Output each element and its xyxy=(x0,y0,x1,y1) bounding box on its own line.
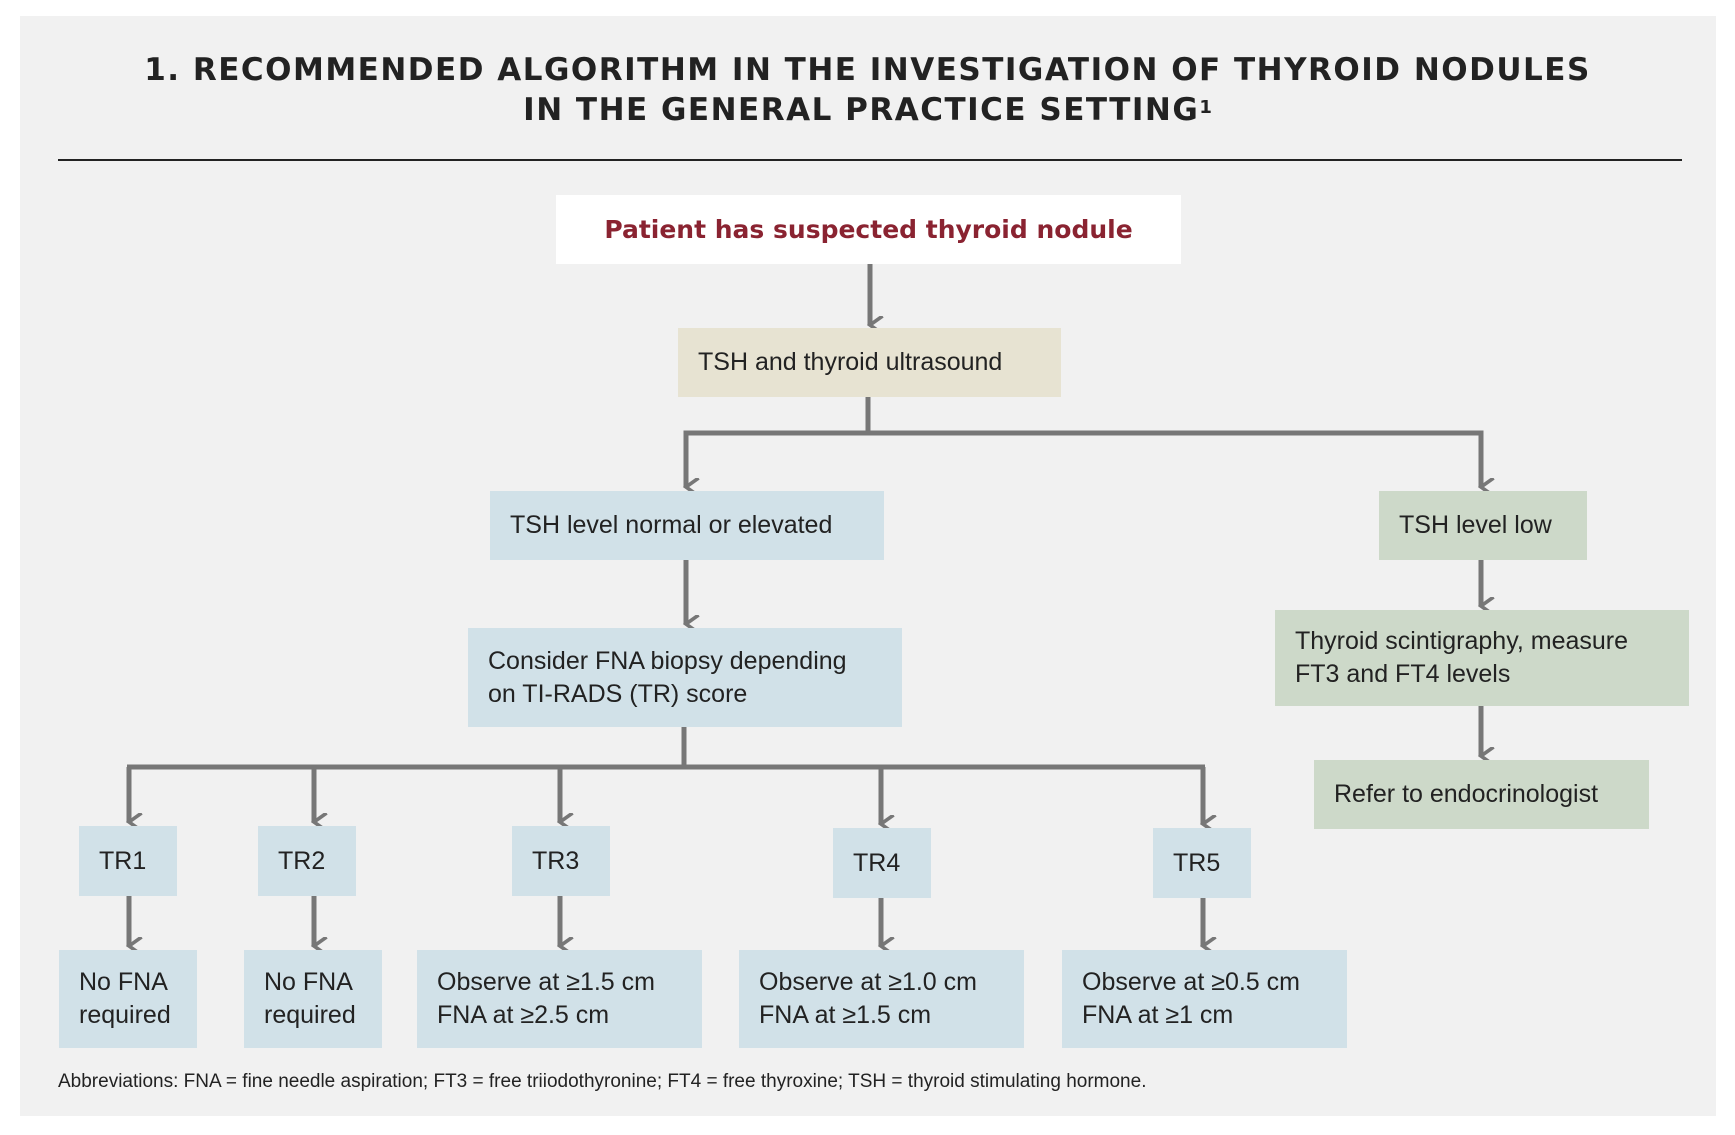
tr4-outcome-line2: FNA at ≥1.5 cm xyxy=(759,1001,932,1029)
node-tsh-low-label: TSH level low xyxy=(1399,511,1552,539)
title-line-1: 1. RECOMMENDED ALGORITHM IN THE INVESTIG… xyxy=(144,52,1591,88)
tr3-outcome-line1: Observe at ≥1.5 cm xyxy=(437,968,655,996)
tr4-label: TR4 xyxy=(853,848,901,877)
node-scintigraphy-line2: FT3 and FT4 levels xyxy=(1295,660,1511,688)
tr1-outcome-line1: No FNA xyxy=(79,968,168,996)
node-consider-fna-line1: Consider FNA biopsy depending xyxy=(488,646,847,675)
title-line-2: IN THE GENERAL PRACTICE SETTING xyxy=(523,92,1200,128)
node-tsh-normal: TSH level normal or elevated xyxy=(490,491,884,560)
tr2-outcome-line1: No FNA xyxy=(264,968,353,996)
node-consider-fna-line2: on TI-RADS (TR) score xyxy=(488,679,748,708)
node-scintigraphy: Thyroid scintigraphy, measure FT3 and FT… xyxy=(1275,610,1689,706)
tr5-label: TR5 xyxy=(1173,848,1221,877)
connector-tests-to-low xyxy=(868,430,1481,487)
tr5-outcome-line2: FNA at ≥1 cm xyxy=(1082,1001,1234,1029)
node-scintigraphy-line1: Thyroid scintigraphy, measure xyxy=(1295,627,1629,655)
node-start-label: Patient has suspected thyroid nodule xyxy=(604,215,1133,244)
node-tr1: TR1 xyxy=(79,826,177,896)
node-tr2: TR2 xyxy=(258,826,356,896)
tr5-outcome-line1: Observe at ≥0.5 cm xyxy=(1082,968,1300,996)
node-start: Patient has suspected thyroid nodule xyxy=(556,195,1181,264)
tr2-outcome-line2: required xyxy=(264,1001,356,1029)
node-tr2-outcome: No FNA required xyxy=(244,950,382,1048)
node-tr3: TR3 xyxy=(512,826,610,896)
connector-tests-split xyxy=(686,397,871,487)
node-tsh-ultrasound: TSH and thyroid ultrasound xyxy=(678,328,1061,397)
abbreviations-footnote: Abbreviations: FNA = fine needle aspirat… xyxy=(58,1071,1147,1092)
tr1-outcome-line2: required xyxy=(79,1001,171,1029)
title-divider xyxy=(58,159,1682,161)
tr4-outcome-line1: Observe at ≥1.0 cm xyxy=(759,968,977,996)
node-refer-label: Refer to endocrinologist xyxy=(1334,780,1599,808)
node-tsh-normal-label: TSH level normal or elevated xyxy=(510,511,833,539)
node-tr5-outcome: Observe at ≥0.5 cm FNA at ≥1 cm xyxy=(1062,950,1347,1048)
node-tr4-outcome: Observe at ≥1.0 cm FNA at ≥1.5 cm xyxy=(739,950,1024,1048)
figure-title: 1. RECOMMENDED ALGORITHM IN THE INVESTIG… xyxy=(0,50,1735,130)
node-tr5: TR5 xyxy=(1153,828,1251,898)
node-tsh-ultrasound-label: TSH and thyroid ultrasound xyxy=(698,348,1003,376)
tr3-label: TR3 xyxy=(532,846,580,875)
tr3-outcome-line2: FNA at ≥2.5 cm xyxy=(437,1001,610,1029)
node-tr4: TR4 xyxy=(833,828,931,898)
title-reference: 1 xyxy=(1199,97,1212,118)
tr1-label: TR1 xyxy=(99,846,147,875)
node-consider-fna: Consider FNA biopsy depending on TI-RADS… xyxy=(468,628,902,727)
node-refer-endocrinologist: Refer to endocrinologist xyxy=(1314,760,1649,829)
node-tr3-outcome: Observe at ≥1.5 cm FNA at ≥2.5 cm xyxy=(417,950,702,1048)
tr2-label: TR2 xyxy=(278,846,326,875)
node-tr1-outcome: No FNA required xyxy=(59,950,197,1048)
node-tsh-low: TSH level low xyxy=(1379,491,1587,560)
